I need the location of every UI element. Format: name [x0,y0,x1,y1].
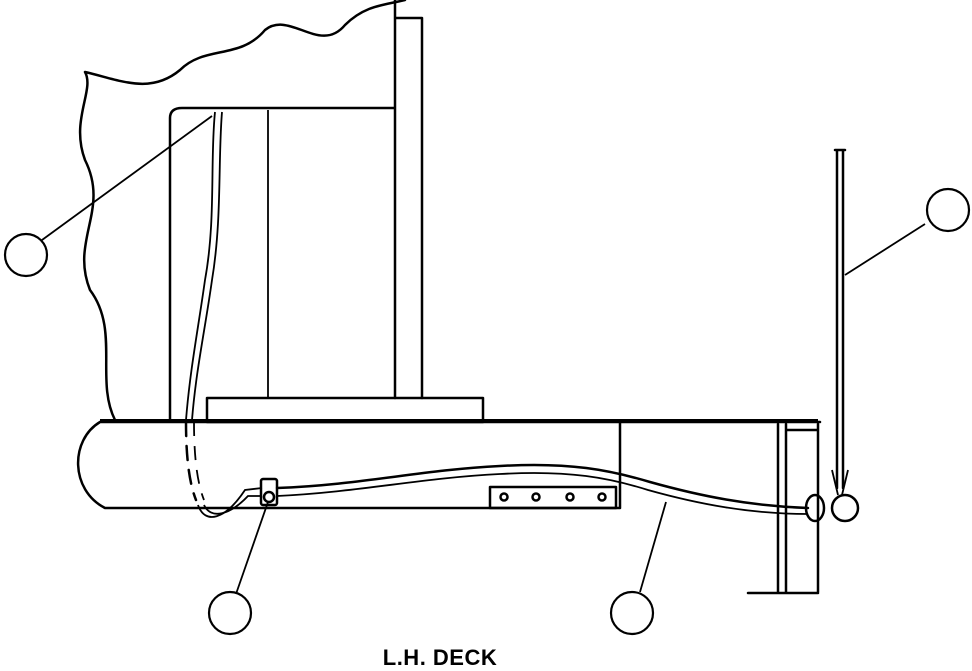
hidden-wire [184,420,198,502]
switch-rod-neck [831,469,849,496]
leader-line-3 [235,501,269,595]
callout-circle-4 [609,590,655,636]
callout-circle-2 [925,187,971,233]
torn-edge-panel [78,0,407,422]
wire-clamp [259,477,279,507]
switch-rod [833,148,847,490]
seat-support-frame [168,0,424,422]
frame-wire-2 [191,111,223,421]
plate-hole [597,492,607,502]
plate-hole [531,492,541,502]
callout-circle-3 [207,590,253,636]
hidden-wire-2 [193,421,205,501]
switch-nut [804,493,826,523]
wire-harness-2 [276,472,809,515]
switch-body [830,493,860,523]
diagram-caption: L.H. DECK [382,645,498,670]
clamp-screw [262,490,276,504]
leader-line-4 [639,501,667,593]
right-bracket [746,422,820,595]
wire-harness [275,463,810,510]
mounting-plate [488,485,618,510]
callout-circle-1 [3,232,49,278]
plate-hole [499,492,509,502]
wire-loop-2 [203,495,262,515]
leader-line-2 [844,223,926,276]
frame-base-plate [205,396,485,424]
plate-hole [565,492,575,502]
wire-loop [197,487,263,518]
leader-line-1 [41,115,213,241]
frame-wire [185,111,216,421]
